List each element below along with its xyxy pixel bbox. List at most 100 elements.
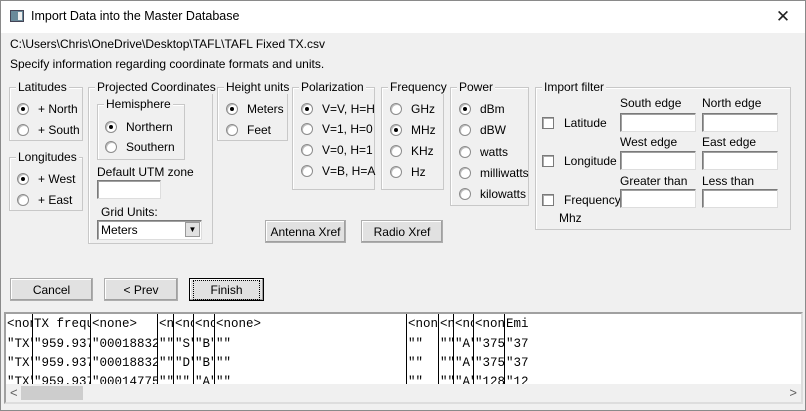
scroll-thumb[interactable] bbox=[21, 386, 83, 400]
option-label: KHz bbox=[411, 144, 434, 158]
projected-label: Projected Coordinates bbox=[95, 80, 218, 94]
west-edge-input[interactable] bbox=[620, 151, 696, 170]
column-header[interactable]: <none> bbox=[7, 317, 32, 331]
data-preview-grid[interactable]: <none>"TX""TX""TX"TX frequency"959.9375"… bbox=[4, 312, 803, 404]
radio-icon bbox=[17, 173, 29, 185]
grid-cell: "" bbox=[216, 356, 232, 370]
option-label: MHz bbox=[411, 123, 436, 137]
option-label: kilowatts bbox=[480, 187, 527, 201]
north-edge-input[interactable] bbox=[702, 113, 778, 132]
radio-dbm[interactable]: dBm bbox=[459, 102, 505, 116]
antenna-xref-button[interactable]: Antenna Xref bbox=[265, 220, 346, 243]
greater-than-input[interactable] bbox=[620, 189, 696, 208]
grid-units-select[interactable]: Meters ▼ bbox=[97, 220, 202, 240]
column-header[interactable]: <none> bbox=[475, 317, 504, 331]
east-edge-label: East edge bbox=[702, 135, 757, 149]
longitude-checkbox[interactable]: Longitude bbox=[542, 154, 617, 168]
column-header[interactable]: <none> bbox=[216, 317, 262, 331]
hemisphere-label: Hemisphere bbox=[104, 97, 173, 111]
radio-milliwatts[interactable]: milliwatts bbox=[459, 166, 529, 180]
radio-icon bbox=[17, 124, 29, 136]
power-label: Power bbox=[457, 80, 496, 94]
scroll-right-icon[interactable]: > bbox=[789, 385, 797, 400]
checkbox-icon bbox=[542, 117, 554, 129]
south-edge-input[interactable] bbox=[620, 113, 696, 132]
radio-north[interactable]: + North bbox=[17, 102, 78, 116]
column-header[interactable]: <none> bbox=[92, 317, 138, 331]
longitudes-group: Longitudes + West + East bbox=[9, 150, 83, 211]
radio-pol-v1-h0[interactable]: V=1, H=0 bbox=[301, 122, 373, 136]
frequency-checkbox[interactable]: Frequency bbox=[542, 193, 621, 207]
radio-meters[interactable]: Meters bbox=[226, 102, 284, 116]
less-than-input[interactable] bbox=[702, 189, 778, 208]
grid-cell: "375" bbox=[475, 356, 504, 370]
option-label: watts bbox=[480, 145, 509, 159]
grid-cell: "0001883232" bbox=[92, 337, 157, 351]
app-icon bbox=[10, 10, 24, 22]
grid-column: <none>"S""D""" bbox=[173, 314, 193, 384]
grid-cell: "0001477547" bbox=[92, 375, 157, 384]
radio-east[interactable]: + East bbox=[17, 193, 72, 207]
option-label: Longitude bbox=[564, 154, 617, 168]
grid-column: <none>"""""" bbox=[214, 314, 406, 384]
radio-pol-v0-h1[interactable]: V=0, H=1 bbox=[301, 143, 373, 157]
prev-button[interactable]: < Prev bbox=[104, 278, 178, 301]
utm-zone-input[interactable] bbox=[97, 180, 161, 199]
horizontal-scrollbar[interactable]: < > bbox=[6, 384, 801, 402]
radio-icon bbox=[459, 124, 471, 136]
option-label: V=1, H=0 bbox=[322, 122, 373, 136]
radio-icon bbox=[459, 103, 471, 115]
column-header[interactable]: <none> bbox=[440, 317, 453, 331]
grid-column: <none>"B""B""A" bbox=[193, 314, 214, 384]
radio-pol-vb-ha[interactable]: V=B, H=A bbox=[301, 164, 375, 178]
frequency-group: Frequency GHz MHz KHz Hz bbox=[381, 80, 449, 190]
latitude-checkbox[interactable]: Latitude bbox=[542, 116, 607, 130]
chevron-down-icon[interactable]: ▼ bbox=[185, 222, 200, 237]
radio-kilowatts[interactable]: kilowatts bbox=[459, 187, 526, 201]
radio-dbw[interactable]: dBW bbox=[459, 123, 506, 137]
radio-icon bbox=[226, 124, 238, 136]
column-header[interactable]: Emi bbox=[506, 317, 529, 331]
radio-southern[interactable]: Southern bbox=[105, 140, 175, 154]
radio-xref-button[interactable]: Radio Xref bbox=[361, 220, 443, 243]
radio-hz[interactable]: Hz bbox=[390, 165, 426, 179]
radio-icon bbox=[390, 103, 402, 115]
grid-cell: "B" bbox=[195, 337, 214, 351]
column-header[interactable]: TX frequency bbox=[34, 317, 90, 331]
close-icon[interactable]: ✕ bbox=[775, 7, 791, 26]
grid-cell: "" bbox=[159, 375, 173, 384]
column-header[interactable]: <none> bbox=[455, 317, 473, 331]
radio-icon bbox=[301, 123, 313, 135]
cancel-button[interactable]: Cancel bbox=[10, 278, 93, 301]
radio-icon bbox=[459, 146, 471, 158]
column-header[interactable]: <none> bbox=[159, 317, 173, 331]
column-header[interactable]: <none> bbox=[408, 317, 438, 331]
option-label: V=0, H=1 bbox=[322, 143, 373, 157]
radio-ghz[interactable]: GHz bbox=[390, 102, 435, 116]
scroll-left-icon[interactable]: < bbox=[10, 385, 18, 400]
radio-feet[interactable]: Feet bbox=[226, 123, 271, 137]
radio-west[interactable]: + West bbox=[17, 172, 75, 186]
grid-column: <none>"""""" bbox=[438, 314, 453, 384]
option-label: Latitude bbox=[564, 116, 607, 130]
radio-pol-vv-hh[interactable]: V=V, H=H bbox=[301, 102, 375, 116]
radio-watts[interactable]: watts bbox=[459, 145, 508, 159]
radio-northern[interactable]: Northern bbox=[105, 120, 173, 134]
hemisphere-group: Hemisphere Northern Southern bbox=[97, 97, 185, 160]
grid-cell: "959.9375" bbox=[34, 375, 90, 384]
grid-cell: "12 bbox=[506, 375, 529, 384]
option-label: GHz bbox=[411, 102, 435, 116]
grid-column: Emi"37"37"12 bbox=[504, 314, 801, 384]
east-edge-input[interactable] bbox=[702, 151, 778, 170]
radio-south[interactable]: + South bbox=[17, 123, 80, 137]
grid-cell: "" bbox=[216, 337, 232, 351]
polarization-group: Polarization V=V, H=H V=1, H=0 V=0, H=1 … bbox=[292, 80, 375, 190]
grid-column: <none>"""""" bbox=[406, 314, 438, 384]
column-header[interactable]: <none> bbox=[195, 317, 214, 331]
finish-button[interactable]: Finish bbox=[189, 278, 264, 301]
radio-mhz[interactable]: MHz bbox=[390, 123, 436, 137]
radio-khz[interactable]: KHz bbox=[390, 144, 434, 158]
column-header[interactable]: <none> bbox=[175, 317, 193, 331]
radio-icon bbox=[390, 145, 402, 157]
grid-cell: "959.9375" bbox=[34, 337, 90, 351]
